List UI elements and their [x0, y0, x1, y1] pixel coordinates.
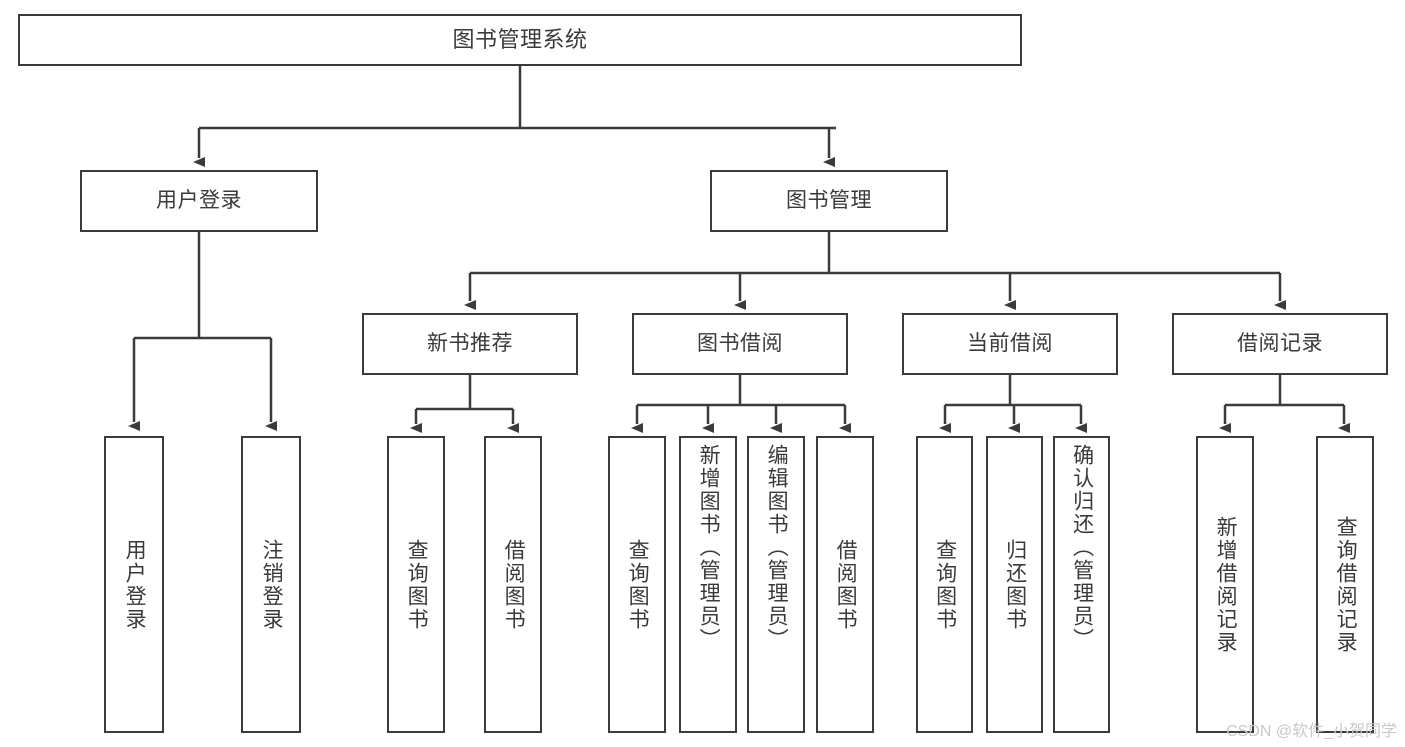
- leaf-label: 查询图书: [405, 538, 429, 631]
- leaf-label: 归还图书: [1003, 538, 1027, 631]
- leaf-edit-book-admin[interactable]: 编辑图书（管理员）: [747, 436, 805, 733]
- node-borrow-records[interactable]: 借阅记录: [1172, 313, 1388, 375]
- leaf-query-book-recommend[interactable]: 查询图书: [387, 436, 445, 733]
- node-current-borrowing[interactable]: 当前借阅: [902, 313, 1118, 375]
- node-label: 图书管理系统: [452, 26, 588, 52]
- leaf-label: 新增借阅记录: [1214, 515, 1238, 654]
- leaf-user-login[interactable]: 用户登录: [104, 436, 164, 733]
- node-label: 图书借阅: [697, 332, 783, 356]
- leaf-label: 注销登录: [260, 538, 284, 631]
- leaf-borrow-book-borrowing[interactable]: 借阅图书: [816, 436, 874, 733]
- leaf-query-book-current[interactable]: 查询图书: [916, 436, 973, 733]
- leaf-label: 新增图书（管理员）: [697, 444, 721, 651]
- leaf-label: 编辑图书（管理员）: [765, 444, 789, 651]
- leaf-return-book[interactable]: 归还图书: [986, 436, 1043, 733]
- leaf-query-book-borrowing[interactable]: 查询图书: [608, 436, 666, 733]
- node-root-system[interactable]: 图书管理系统: [18, 14, 1022, 66]
- leaf-confirm-return-admin[interactable]: 确认归还（管理员）: [1053, 436, 1110, 733]
- node-new-book-recommendation[interactable]: 新书推荐: [362, 313, 578, 375]
- node-book-management[interactable]: 图书管理: [710, 170, 948, 232]
- leaf-add-borrow-record[interactable]: 新增借阅记录: [1196, 436, 1254, 733]
- node-user-login[interactable]: 用户登录: [80, 170, 318, 232]
- leaf-label: 用户登录: [123, 538, 147, 631]
- node-book-borrowing[interactable]: 图书借阅: [632, 313, 848, 375]
- node-label: 图书管理: [786, 189, 872, 213]
- leaf-label: 借阅图书: [502, 538, 526, 631]
- leaf-query-borrow-record[interactable]: 查询借阅记录: [1316, 436, 1374, 733]
- node-label: 用户登录: [156, 189, 242, 213]
- leaf-label: 确认归还（管理员）: [1070, 444, 1094, 651]
- leaf-label: 借阅图书: [834, 538, 858, 631]
- leaf-add-book-admin[interactable]: 新增图书（管理员）: [679, 436, 737, 733]
- leaf-logout[interactable]: 注销登录: [241, 436, 301, 733]
- watermark-text: CSDN @软件_小贺同学: [1226, 723, 1397, 740]
- node-label: 借阅记录: [1237, 332, 1323, 356]
- node-label: 当前借阅: [967, 332, 1053, 356]
- leaf-borrow-book-recommend[interactable]: 借阅图书: [484, 436, 542, 733]
- leaf-label: 查询图书: [626, 538, 650, 631]
- leaf-label: 查询图书: [933, 538, 957, 631]
- node-label: 新书推荐: [427, 332, 513, 356]
- leaf-label: 查询借阅记录: [1334, 515, 1358, 654]
